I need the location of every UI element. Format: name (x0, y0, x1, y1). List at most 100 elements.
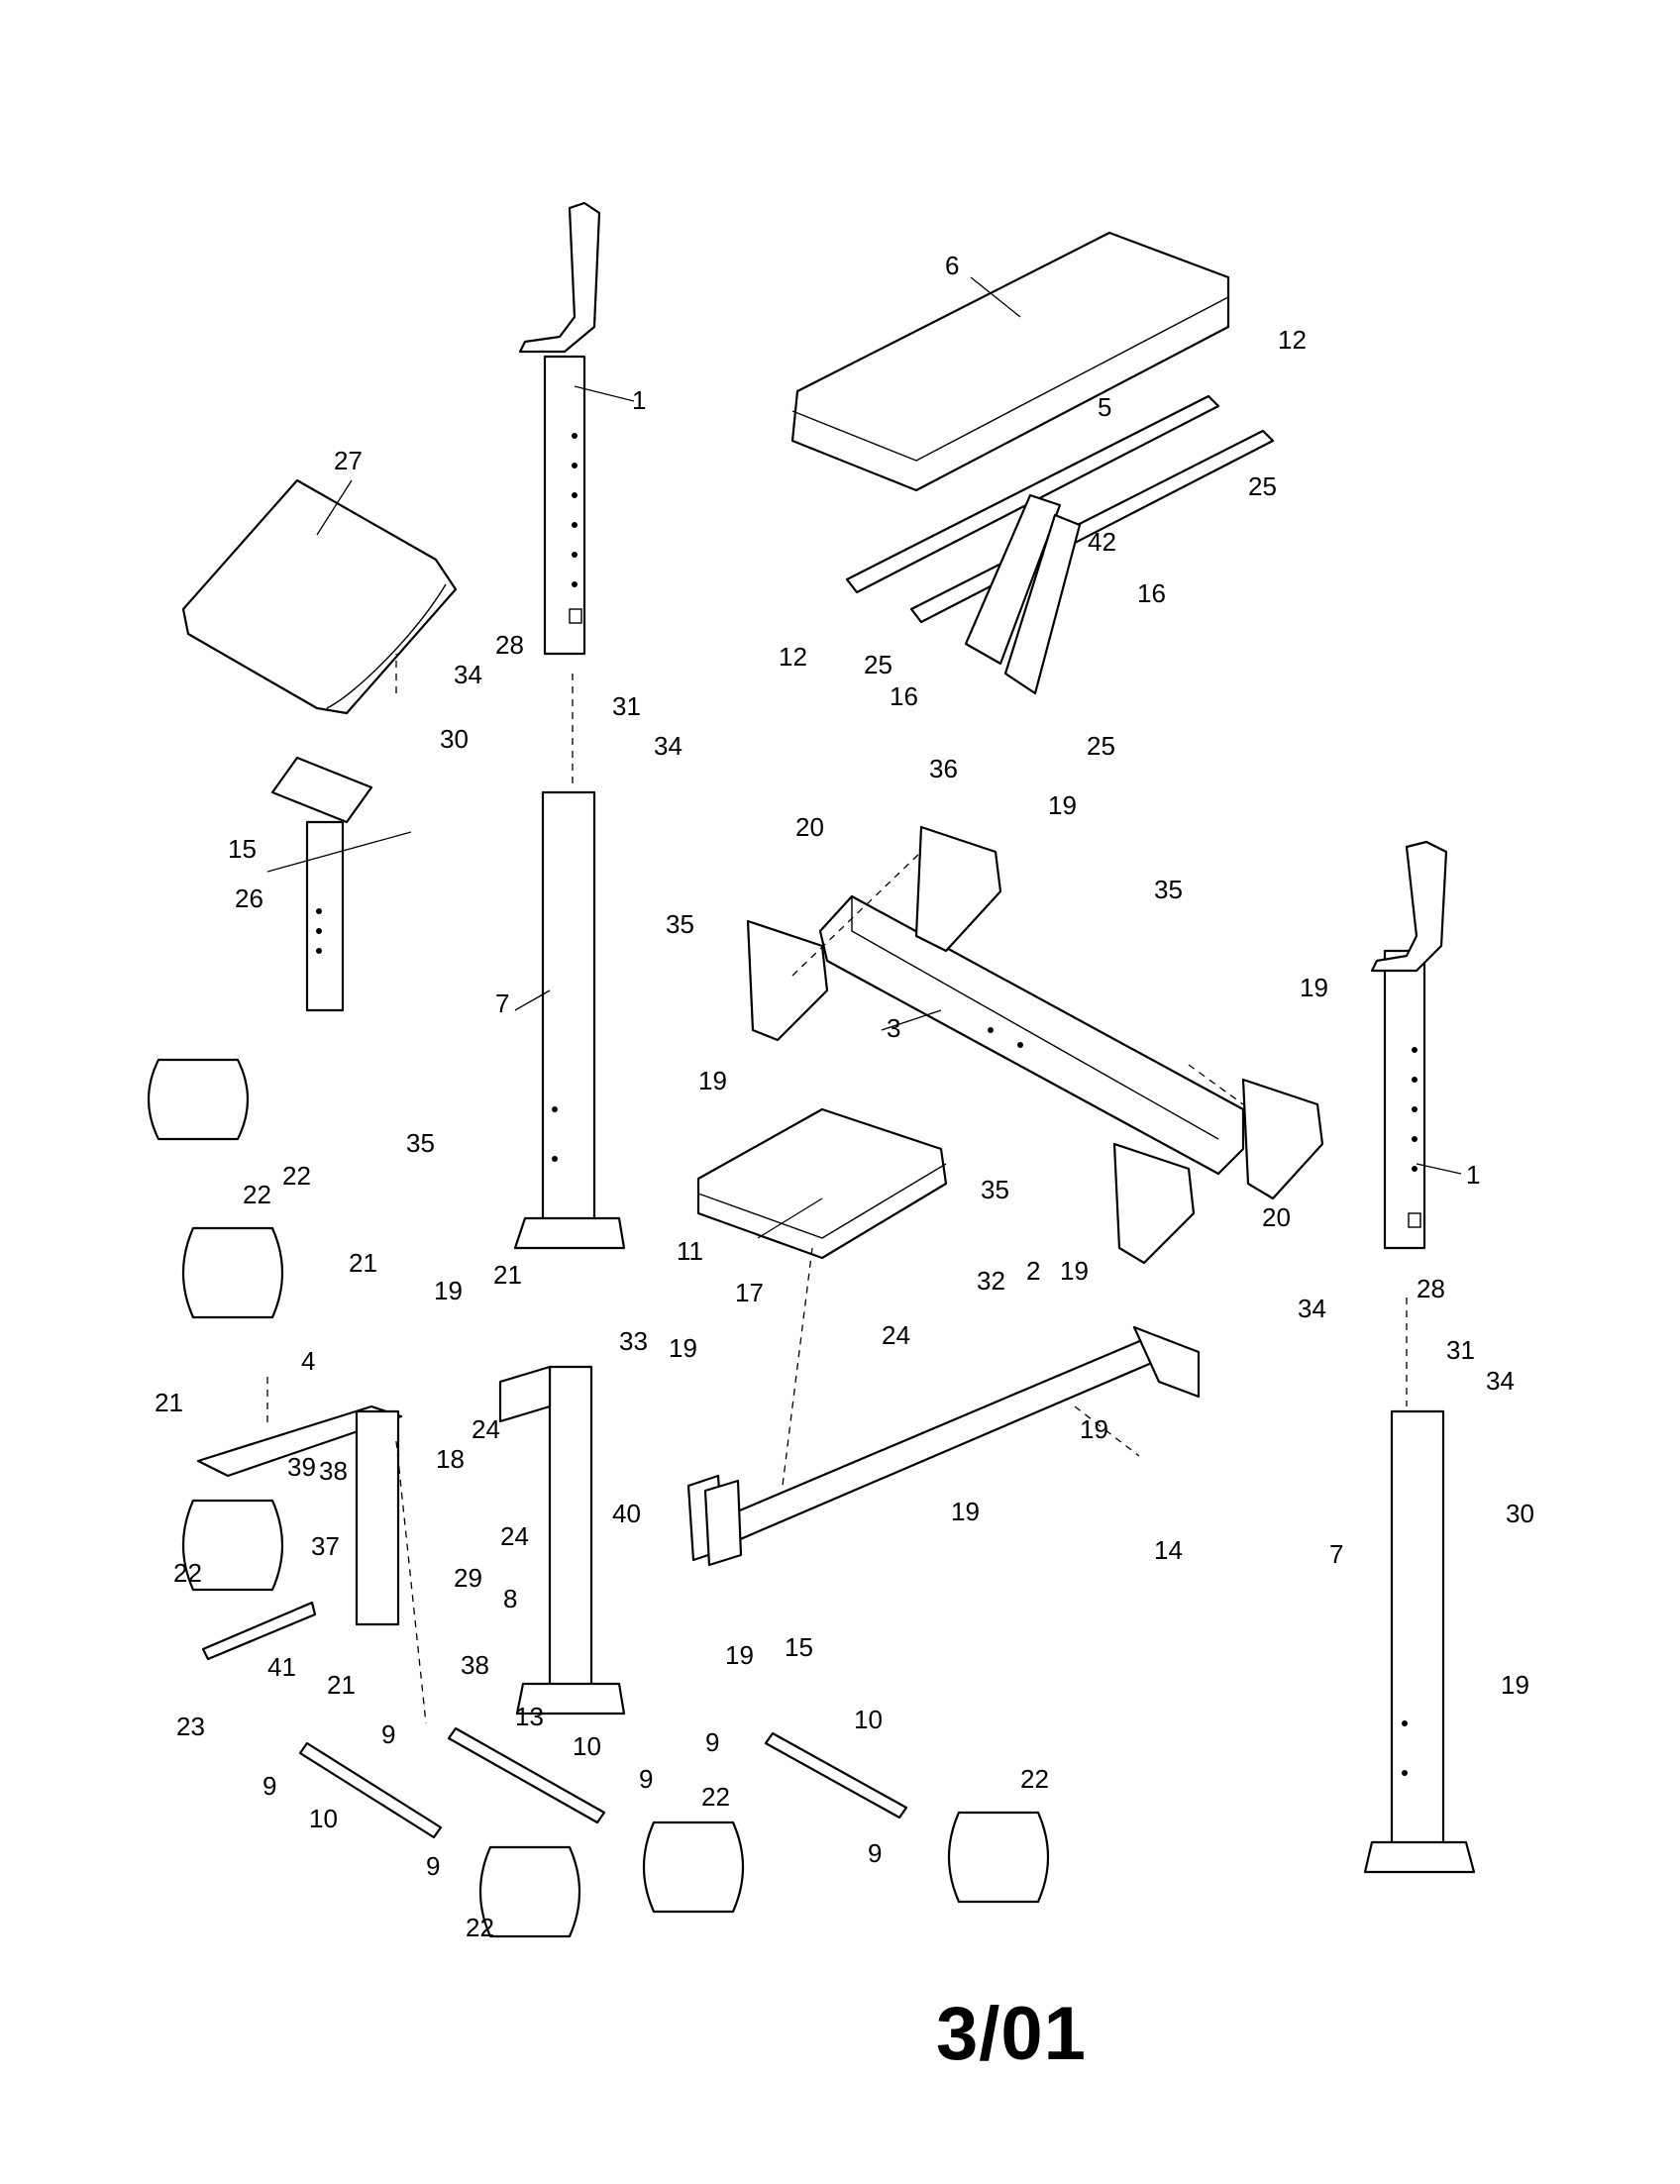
assembly-lines (266, 654, 1408, 1724)
callout-1: 1 (1466, 1160, 1480, 1190)
callout-4: 4 (301, 1346, 315, 1376)
callout-21: 21 (349, 1248, 377, 1278)
part-upright-left (518, 201, 601, 656)
leader-lines (266, 276, 1462, 1239)
callout-28: 28 (495, 630, 524, 660)
callout-25: 25 (864, 650, 892, 679)
part-post-left (513, 790, 626, 1250)
callout-24: 24 (472, 1414, 500, 1444)
callout-11: 11 (677, 1236, 703, 1266)
part-center-post (498, 1365, 626, 1716)
callout-20: 20 (1262, 1202, 1291, 1232)
callout-31: 31 (1446, 1335, 1475, 1365)
callout-9: 9 (262, 1771, 276, 1801)
callout-35: 35 (1154, 875, 1183, 904)
callout-19: 19 (1060, 1256, 1089, 1286)
callout-21: 21 (493, 1260, 522, 1290)
part-plates-20 (746, 825, 1324, 1265)
callout-6: 6 (945, 251, 959, 280)
callout-26: 26 (235, 884, 263, 913)
callout-41: 41 (267, 1652, 296, 1682)
part-back-pad (790, 231, 1230, 492)
part-rollers-22 (147, 1058, 1050, 1938)
callout-33: 33 (619, 1326, 648, 1356)
callout-19: 19 (725, 1640, 754, 1670)
part-preacher-pad (181, 478, 458, 715)
callout-5: 5 (1098, 392, 1111, 422)
callout-22: 22 (466, 1913, 494, 1942)
callout-19: 19 (951, 1497, 980, 1526)
callout-21: 21 (155, 1388, 183, 1417)
callout-34: 34 (654, 731, 682, 761)
part-seat-frame (845, 394, 1275, 695)
callout-31: 31 (612, 691, 641, 721)
callout-8: 8 (503, 1584, 517, 1613)
callout-13: 13 (515, 1702, 544, 1731)
callout-22: 22 (701, 1782, 730, 1812)
callout-24: 24 (500, 1521, 529, 1551)
callout-7: 7 (495, 988, 509, 1018)
callout-28: 28 (1417, 1274, 1445, 1303)
callout-37: 37 (311, 1531, 340, 1561)
callout-27: 27 (334, 446, 363, 475)
callout-19: 19 (698, 1066, 727, 1095)
callout-20: 20 (795, 812, 824, 842)
callout-17: 17 (735, 1278, 764, 1307)
callout-19: 19 (434, 1276, 463, 1305)
part-cross-tube (818, 894, 1245, 1176)
callout-19: 19 (1300, 973, 1328, 1002)
part-leg-frame (686, 1325, 1201, 1567)
callout-12: 12 (779, 642, 807, 672)
part-post-right (1363, 1409, 1476, 1874)
callout-2: 2 (1026, 1256, 1040, 1286)
callout-10: 10 (573, 1731, 601, 1761)
callout-35: 35 (981, 1175, 1009, 1204)
callout-labels: 1 1 2 3 4 5 6 7 7 8 9 9 9 9 9 9 10 10 10… (155, 251, 1534, 1942)
callout-38: 38 (461, 1650, 489, 1680)
callout-21: 21 (327, 1670, 356, 1700)
callout-35: 35 (406, 1128, 435, 1158)
callout-30: 30 (440, 724, 469, 754)
part-upright-right (1370, 840, 1448, 1250)
callout-22: 22 (243, 1180, 271, 1209)
callout-10: 10 (854, 1705, 883, 1734)
page-number: 3/01 (936, 1992, 1087, 2076)
callout-42: 42 (1088, 527, 1116, 557)
callout-19: 19 (1048, 790, 1077, 820)
callout-30: 30 (1506, 1499, 1534, 1528)
callout-22: 22 (1020, 1764, 1049, 1794)
callout-40: 40 (612, 1499, 641, 1528)
part-pad-post (270, 756, 373, 1012)
callout-34: 34 (454, 660, 482, 689)
callout-35: 35 (666, 909, 694, 939)
callout-10: 10 (309, 1804, 338, 1833)
callout-29: 29 (454, 1563, 482, 1593)
callout-16: 16 (890, 681, 918, 711)
part-leg-extension-arm (196, 1404, 403, 1626)
callout-9: 9 (705, 1727, 719, 1757)
part-rods-10 (201, 1601, 908, 1839)
callout-9: 9 (381, 1719, 395, 1749)
callout-9: 9 (426, 1851, 440, 1881)
callout-39: 39 (287, 1452, 316, 1482)
callout-24: 24 (882, 1320, 910, 1350)
callout-9: 9 (868, 1838, 882, 1868)
callout-25: 25 (1248, 471, 1277, 501)
callout-25: 25 (1087, 731, 1115, 761)
callout-1: 1 (632, 385, 646, 415)
callout-9: 9 (639, 1764, 653, 1794)
callout-18: 18 (436, 1444, 465, 1474)
callout-7: 7 (1329, 1539, 1343, 1569)
callout-19: 19 (1080, 1414, 1108, 1444)
callout-19: 19 (669, 1333, 697, 1363)
part-seat-pad (696, 1107, 948, 1260)
callout-3: 3 (887, 1013, 900, 1043)
callout-34: 34 (1298, 1294, 1326, 1323)
callout-12: 12 (1278, 325, 1307, 355)
callout-22: 22 (173, 1558, 202, 1588)
callout-38: 38 (319, 1456, 348, 1486)
callout-19: 19 (1501, 1670, 1529, 1700)
callout-32: 32 (977, 1266, 1005, 1296)
